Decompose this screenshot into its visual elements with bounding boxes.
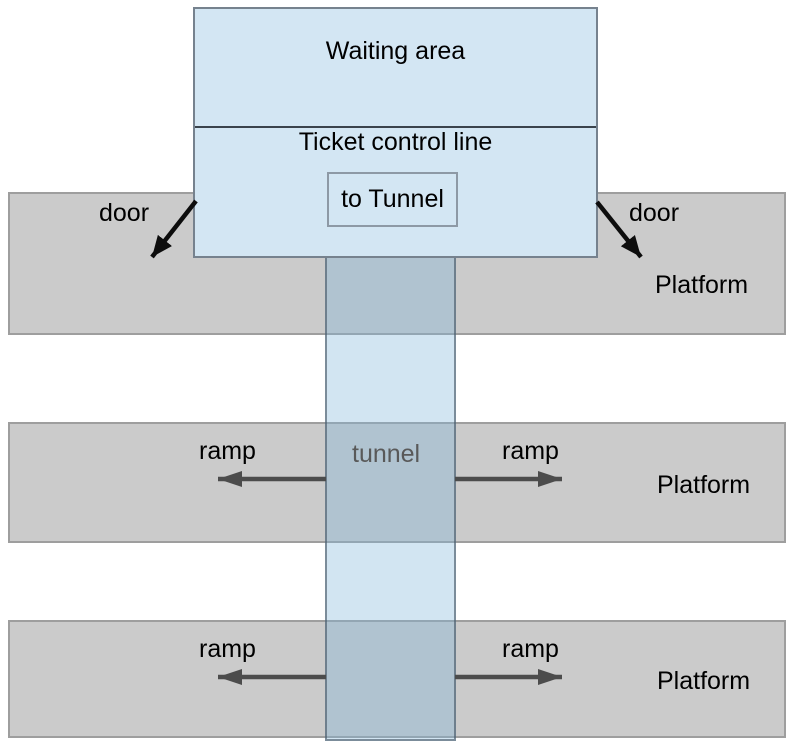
ramp-middle-right-label: ramp xyxy=(502,437,559,465)
ticket-control-line-label: Ticket control line xyxy=(298,128,493,156)
platform-bottom xyxy=(8,620,786,738)
to-tunnel-label: to Tunnel xyxy=(341,185,444,213)
platform-middle-label: Platform xyxy=(657,471,751,499)
waiting-area-label: Waiting area xyxy=(325,37,466,65)
door-right-label: door xyxy=(629,199,680,227)
tunnel-label: tunnel xyxy=(352,440,421,468)
ticket-control-divider-line xyxy=(195,126,596,128)
platform-top-label: Platform xyxy=(655,271,749,299)
platform-middle xyxy=(8,422,786,543)
door-left-label: door xyxy=(99,199,150,227)
ramp-bottom-right-label: ramp xyxy=(502,635,559,663)
waiting-area-box: Waiting area Ticket control line xyxy=(193,7,598,258)
to-tunnel-box: to Tunnel xyxy=(327,172,458,227)
tunnel-strip xyxy=(325,258,456,741)
ramp-middle-left-label: ramp xyxy=(199,437,256,465)
platform-bottom-label: Platform xyxy=(657,667,751,695)
ramp-bottom-left-label: ramp xyxy=(199,635,256,663)
